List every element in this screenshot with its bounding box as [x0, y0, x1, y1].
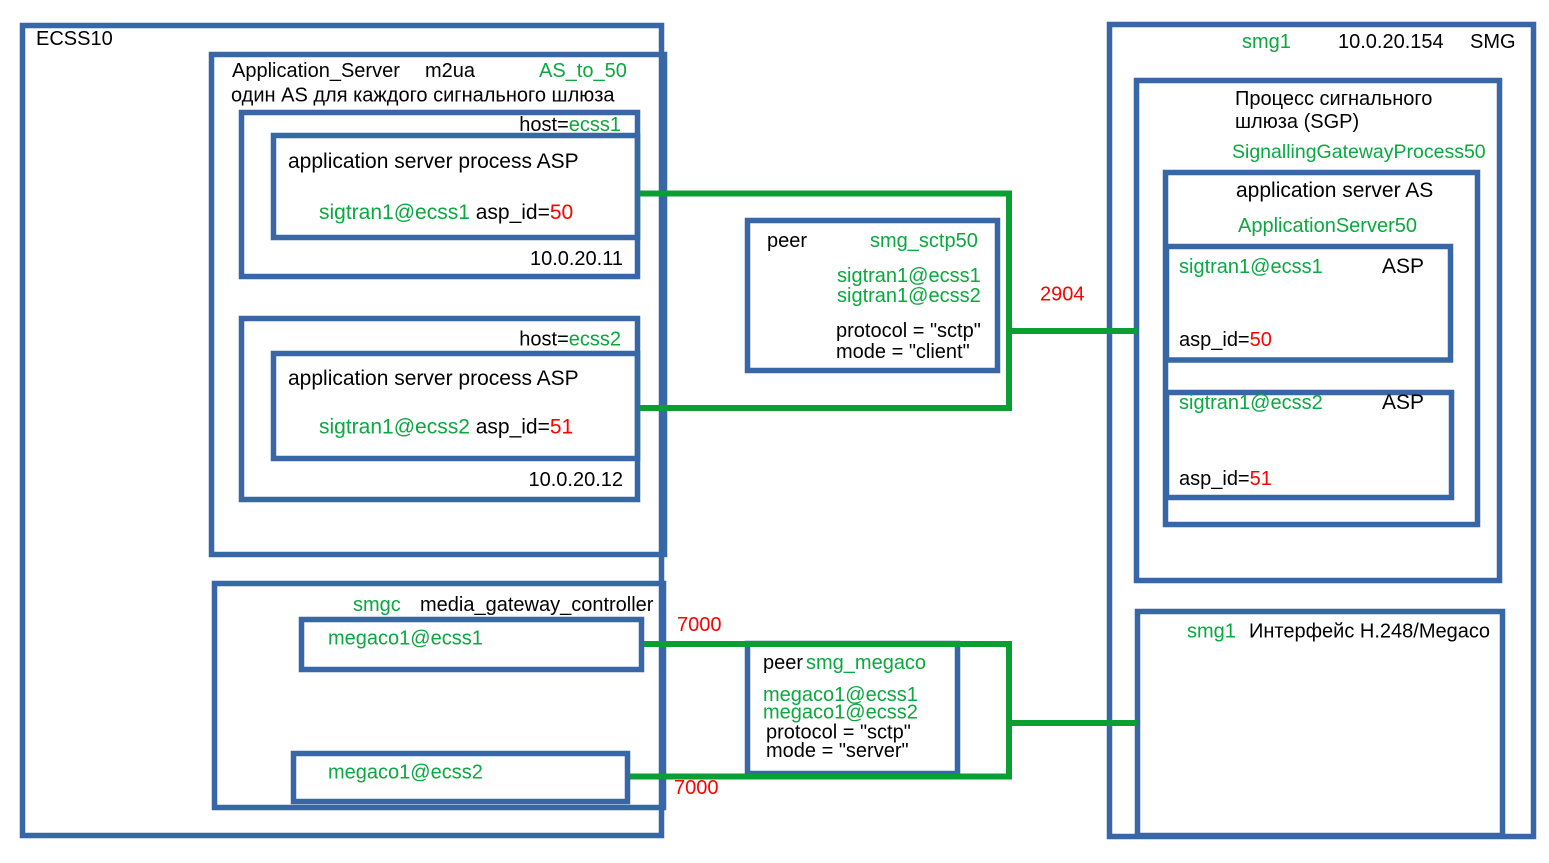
svg-text:sigtran1@ecss1 asp_id=50: sigtran1@ecss1 asp_id=50 — [319, 201, 573, 224]
svg-text:mode = "client": mode = "client" — [836, 341, 970, 363]
svg-text:megaco1@ecss2: megaco1@ecss2 — [328, 762, 483, 784]
svg-text:AS_to_50: AS_to_50 — [539, 60, 627, 82]
svg-text:application server process ASP: application server process ASP — [288, 150, 579, 173]
svg-text:media_gateway_controller: media_gateway_controller — [420, 594, 654, 616]
svg-text:10.0.20.154: 10.0.20.154 — [1338, 31, 1444, 53]
svg-text:smgc: smgc — [353, 594, 401, 616]
svg-text:smg_megaco: smg_megaco — [806, 652, 926, 674]
svg-text:sigtran1@ecss2: sigtran1@ecss2 — [1179, 392, 1323, 414]
svg-text:ASP: ASP — [1382, 255, 1424, 278]
svg-text:10.0.20.11: 10.0.20.11 — [530, 248, 623, 270]
svg-text:Application_Server: Application_Server — [232, 60, 400, 82]
svg-text:7000: 7000 — [674, 777, 719, 799]
svg-text:peer: peer — [767, 230, 807, 252]
svg-text:шлюза (SGP): шлюза (SGP) — [1235, 111, 1359, 133]
svg-text:protocol = "sctp": protocol = "sctp" — [836, 320, 981, 342]
svg-text:Интерфейс H.248/Megaco: Интерфейс H.248/Megaco — [1249, 621, 1490, 643]
svg-text:SMG: SMG — [1470, 31, 1516, 53]
svg-text:asp_id=51: asp_id=51 — [1179, 468, 1272, 490]
svg-text:application server process ASP: application server process ASP — [288, 367, 579, 390]
svg-text:ECSS10: ECSS10 — [36, 28, 113, 50]
svg-text:SignallingGatewayProcess50: SignallingGatewayProcess50 — [1232, 141, 1486, 163]
svg-text:megaco1@ecss1: megaco1@ecss1 — [328, 628, 483, 650]
svg-text:smg_sctp50: smg_sctp50 — [870, 230, 978, 252]
svg-text:smg1: smg1 — [1242, 31, 1291, 53]
svg-text:2904: 2904 — [1040, 284, 1085, 306]
svg-text:host=ecss2: host=ecss2 — [519, 329, 621, 351]
svg-text:protocol = "sctp": protocol = "sctp" — [766, 722, 911, 744]
svg-text:ASP: ASP — [1382, 391, 1424, 414]
svg-text:asp_id=50: asp_id=50 — [1179, 329, 1272, 351]
svg-text:megaco1@ecss2: megaco1@ecss2 — [763, 702, 918, 724]
svg-text:megaco1@ecss1: megaco1@ecss1 — [763, 684, 918, 706]
svg-text:10.0.20.12: 10.0.20.12 — [528, 469, 623, 491]
svg-text:7000: 7000 — [677, 614, 722, 636]
svg-text:host=ecss1: host=ecss1 — [519, 114, 621, 136]
svg-text:sigtran1@ecss2: sigtran1@ecss2 — [837, 285, 981, 307]
svg-text:ApplicationServer50: ApplicationServer50 — [1238, 215, 1417, 237]
svg-text:m2ua: m2ua — [425, 60, 476, 82]
svg-text:application server AS: application server AS — [1236, 179, 1433, 202]
svg-text:sigtran1@ecss1: sigtran1@ecss1 — [837, 265, 981, 287]
svg-text:один AS для каждого сигнальног: один AS для каждого сигнального шлюза — [231, 85, 615, 107]
svg-text:smg1: smg1 — [1187, 621, 1236, 643]
svg-text:sigtran1@ecss1: sigtran1@ecss1 — [1179, 256, 1323, 278]
svg-text:mode = "server": mode = "server" — [766, 740, 909, 762]
svg-text:sigtran1@ecss2 asp_id=51: sigtran1@ecss2 asp_id=51 — [319, 416, 573, 439]
svg-text:Процесс сигнального: Процесс сигнального — [1235, 88, 1432, 110]
svg-text:peer: peer — [763, 652, 803, 674]
